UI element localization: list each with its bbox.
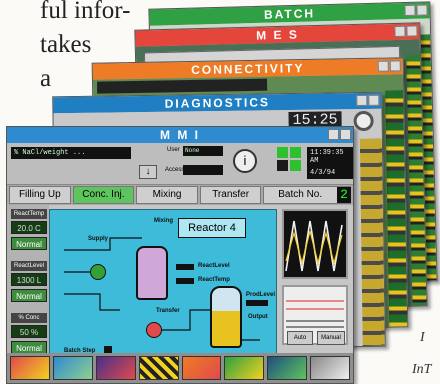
conc-label: % Conc [11,313,47,323]
window-title: BATCH [263,6,316,22]
taskbar-icon[interactable] [310,356,350,380]
clock-display: 11:39:35 AM 4/3/94 [307,147,353,179]
taskbar-icon[interactable] [95,356,136,380]
window-controls[interactable] [394,25,418,37]
window-controls[interactable] [404,4,428,17]
window-title: M M I [160,128,200,142]
diagnostics-gear-icon[interactable] [353,110,374,132]
taskbar-icon[interactable] [224,356,265,380]
mmi-header: % NaCl/weight ... ↓ User None Access i 1… [7,143,353,185]
pump-icon[interactable] [90,264,106,280]
react-level-value: 1300 L [11,273,47,286]
mixing-label: Mixing [154,218,173,224]
product-tank-icon [210,286,242,348]
window-title: DIAGNOSTICS [164,95,271,111]
react-level-tag: ReactLevel [198,263,230,269]
react-level-status: Normal [11,289,47,302]
connectivity-side-strip [385,90,408,327]
tab-conc-inj[interactable]: Conc. Inj. [72,186,135,204]
article-text: ful infor- takes a [40,0,130,96]
window-title: CONNECTIVITY [191,61,305,78]
access-field[interactable] [183,165,223,175]
minimize-icon[interactable] [404,4,416,17]
user-field[interactable]: None [183,146,223,156]
signal-lamps [277,147,301,171]
window-controls[interactable] [328,129,351,140]
react-temp-label: ReactTemp [11,209,47,219]
batch-step-display [104,346,112,356]
tab-filling-up[interactable]: Filling Up [9,186,71,204]
react-level-display [176,264,194,270]
minimize-icon[interactable] [377,60,389,72]
mmi-tabs: Filling Up Conc. Inj. Mixing Transfer Ba… [7,185,353,205]
taskbar-icon[interactable] [138,356,179,380]
conc-value: 50 % [11,325,47,338]
bar-graph-lines [286,300,344,328]
manual-button[interactable]: Manual [317,331,345,345]
auto-button[interactable]: Auto [287,331,313,345]
batch-step-label: Batch Step [64,348,96,354]
process-diagram: Reactor 4 Supply Mixing ReactLevel React… [49,209,277,359]
article-line: a [40,65,52,92]
info-icon[interactable]: i [233,149,257,173]
clock-date: 4/3/94 [310,169,336,177]
taskbar-icon[interactable] [267,356,308,380]
trend-chart-top [282,209,348,279]
user-label: User [167,147,180,153]
connectivity-panel [96,78,268,94]
maximize-icon[interactable] [406,25,418,37]
maximize-icon[interactable] [340,129,351,140]
react-temp-value: 20.0 C [11,221,47,234]
react-temp-tag: ReactTemp [198,277,230,283]
minimize-icon[interactable] [356,94,368,107]
tab-transfer[interactable]: Transfer [199,186,262,204]
mmi-title-bar[interactable]: M M I [7,127,353,143]
maximize-icon[interactable] [389,60,401,72]
react-level-label: ReactLevel [11,261,47,271]
article-footer-text: InT [412,362,432,377]
article-line: ful infor- [40,0,131,24]
mixing-reactor-icon [136,246,168,300]
maximize-icon[interactable] [416,4,428,16]
mmi-message-display: % NaCl/weight ... [11,147,131,159]
transfer-pump-icon[interactable] [146,322,162,338]
supply-valve-icon[interactable] [72,244,84,254]
prod-level-display [246,300,268,306]
taskbar-icon[interactable] [181,356,222,380]
article-footer-text: I [420,330,425,345]
react-temp-status: Normal [11,237,47,250]
access-label: Access [165,167,185,173]
article-line: takes [40,31,92,58]
minimize-icon[interactable] [328,129,339,140]
react-temp-display [176,278,194,284]
prod-level-tag: ProdLevel [246,292,276,298]
minimize-icon[interactable] [394,25,406,37]
window-controls[interactable] [377,60,401,72]
valve-icon[interactable] [74,288,86,298]
down-arrow-button[interactable]: ↓ [139,165,157,179]
taskbar-icon[interactable] [52,356,93,380]
supply-label: Supply [88,236,109,242]
tab-mixing[interactable]: Mixing [136,186,198,204]
taskbar-icon[interactable] [10,356,50,380]
batch-number-display: 2 [337,187,351,203]
window-controls[interactable] [356,94,380,107]
maximize-icon[interactable] [368,94,380,106]
trend-lines [285,220,343,272]
diagnostics-yellow-strip [359,138,385,347]
mmi-taskbar [7,353,353,383]
output-label: Output [248,314,268,320]
reactor-title: Reactor 4 [178,218,246,238]
window-title: M E S [255,27,300,43]
mmi-window: M M I % NaCl/weight ... ↓ User None Acce… [6,126,354,384]
transfer-label: Transfer [156,308,180,314]
clock-time: 11:39:35 AM [310,149,344,165]
